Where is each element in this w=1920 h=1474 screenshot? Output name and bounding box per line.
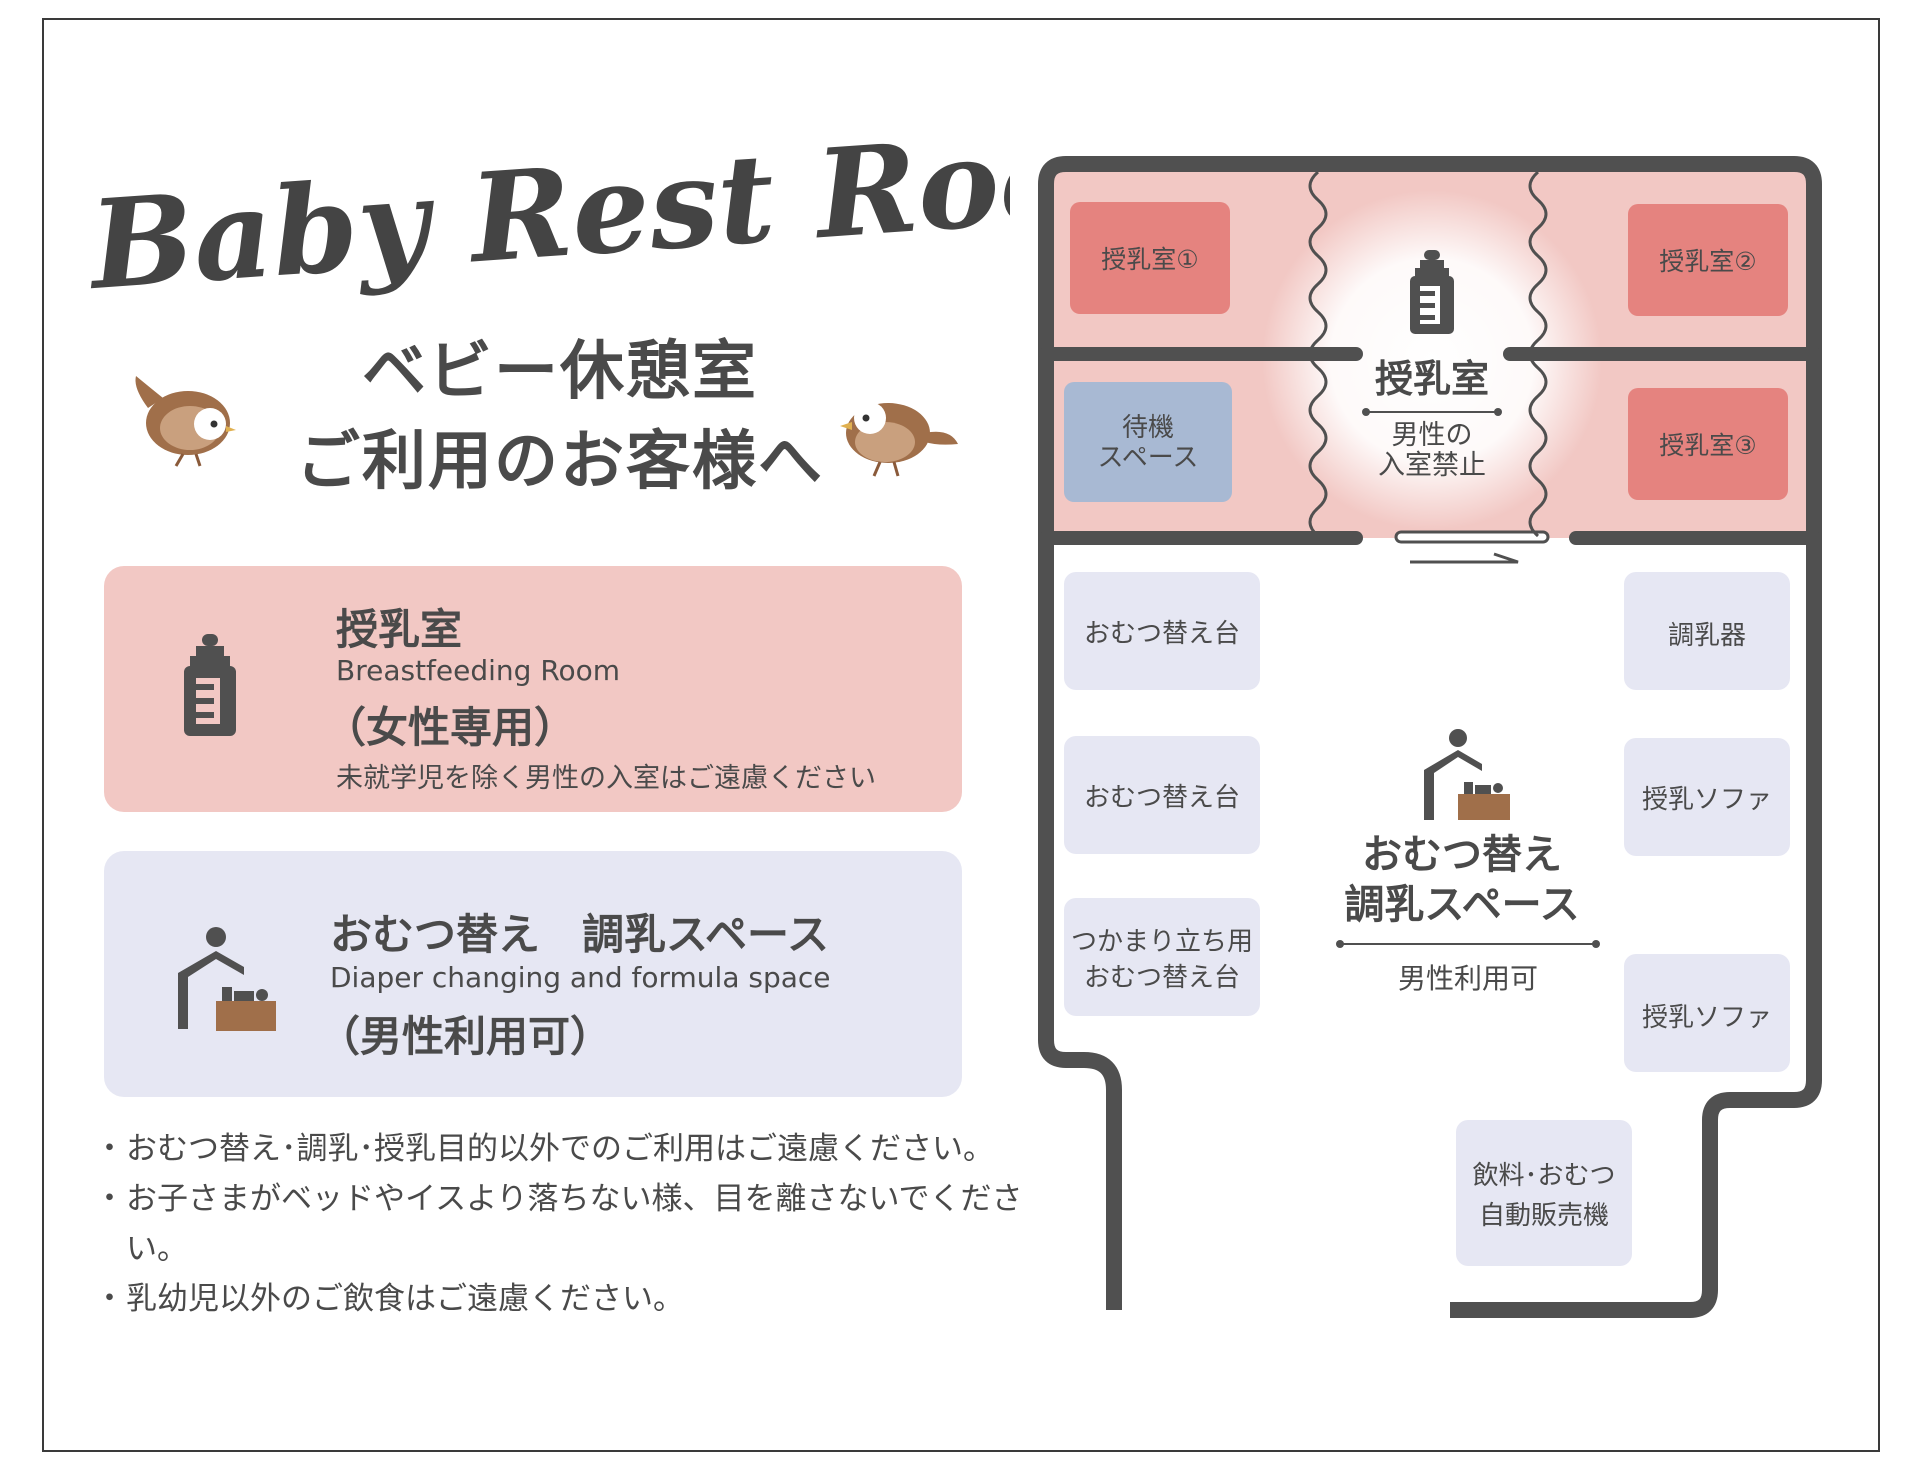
booth-1-label: 授乳室① [1101,245,1198,274]
diaper-english: Diaper changing and formula space [330,961,831,994]
waiting-space [1064,382,1232,502]
diaper-changing-icon [178,927,276,1031]
sign-frame [42,18,1880,1452]
center-divider-dot-left [1362,408,1370,416]
diaper-table-2 [1064,736,1260,854]
center-glow [1262,190,1602,530]
space-divider-dot-right [1592,940,1600,948]
space-note: 男性利用可 [1398,962,1538,995]
center-title: 授乳室 [1375,357,1489,401]
booth-3-label: 授乳室③ [1659,431,1756,460]
heading-line-2: ご利用のお客様へ [296,425,824,499]
standing-line-1: つかまり立ち用 [1071,927,1253,957]
sofa-1-label: 授乳ソファ [1642,785,1772,815]
booth-2-label: 授乳室② [1659,247,1756,276]
breastfeeding-title: 授乳室 [336,605,463,654]
space-title-1: おむつ替え [1362,832,1562,878]
usage-notes: おむつ替え･調乳･授乳目的以外でのご利用はご遠慮ください。 お子さまがベッドやイ… [94,1124,1040,1324]
booth-1 [1070,202,1230,314]
diaper-sub: （男性利用可） [318,1012,613,1061]
waiting-line-1: 待機 [1122,413,1174,443]
sofa-2-label: 授乳ソファ [1642,1003,1772,1033]
center-note-2: 入室禁止 [1378,450,1486,481]
vending-machine [1456,1120,1632,1266]
sofa-1 [1624,738,1790,856]
standing-line-2: おむつ替え台 [1084,963,1240,993]
outer-wall [1038,156,1822,1318]
note-2: お子さまがベッドやイスより落ちない様、目を離さないでください。 [94,1174,1040,1274]
baby-bottle-icon [184,634,236,736]
breastfeeding-sub: （女性専用） [324,703,577,752]
floor-map: 授乳室① 授乳室② 授乳室③ 待機 スペース 授乳室 男性の 入室禁止 おむつ替… [1038,156,1822,1320]
booth-3 [1628,388,1788,500]
title-text: Baby Rest Room [90,128,1010,308]
entrance-gap [1180,1298,1448,1320]
center-divider-dot-right [1494,408,1502,416]
heading-line-1: ベビー休憩室 [362,335,758,409]
left-bird-icon [135,376,236,467]
formula-label: 調乳器 [1668,621,1746,651]
breastfeeding-note: 未就学児を除く男性の入室はご遠慮ください [336,763,876,794]
breastfeeding-english: Breastfeeding Room [336,654,621,687]
center-note-1: 男性の [1392,420,1473,451]
title-baby-rest-room: Baby Rest Room [90,128,1010,308]
diaper-table-1-label: おむつ替え台 [1084,619,1240,649]
right-bird-icon [840,402,958,477]
center-diaper-icon [1424,729,1510,820]
center-bottle-icon [1410,250,1454,334]
diaper-title: おむつ替え 調乳スペース [330,910,829,959]
note-3: 乳幼児以外のご飲食はご遠慮ください。 [94,1274,1040,1324]
curtain-right [1528,170,1548,538]
booth-2 [1628,204,1788,316]
diaper-space-card: おむつ替え 調乳スペース Diaper changing and formula… [104,851,962,1097]
sliding-door [1394,530,1550,544]
curtain-left [1308,170,1328,538]
diaper-table-2-label: おむつ替え台 [1084,783,1240,813]
vending-line-2: 自動販売機 [1479,1201,1609,1231]
door-arrow [1410,552,1519,564]
breastfeeding-room-card: 授乳室 Breastfeeding Room （女性専用） 未就学児を除く男性の… [104,566,962,812]
note-1: おむつ替え･調乳･授乳目的以外でのご利用はご遠慮ください。 [94,1124,1040,1174]
vending-line-1: 飲料･おむつ [1472,1161,1615,1191]
space-divider-dot-left [1336,940,1344,948]
space-title-2: 調乳スペース [1344,882,1579,928]
waiting-line-2: スペース [1098,443,1199,473]
sofa-2 [1624,954,1790,1072]
standing-diaper-table [1064,898,1260,1016]
diaper-table-1 [1064,572,1260,690]
formula-machine [1624,572,1790,690]
